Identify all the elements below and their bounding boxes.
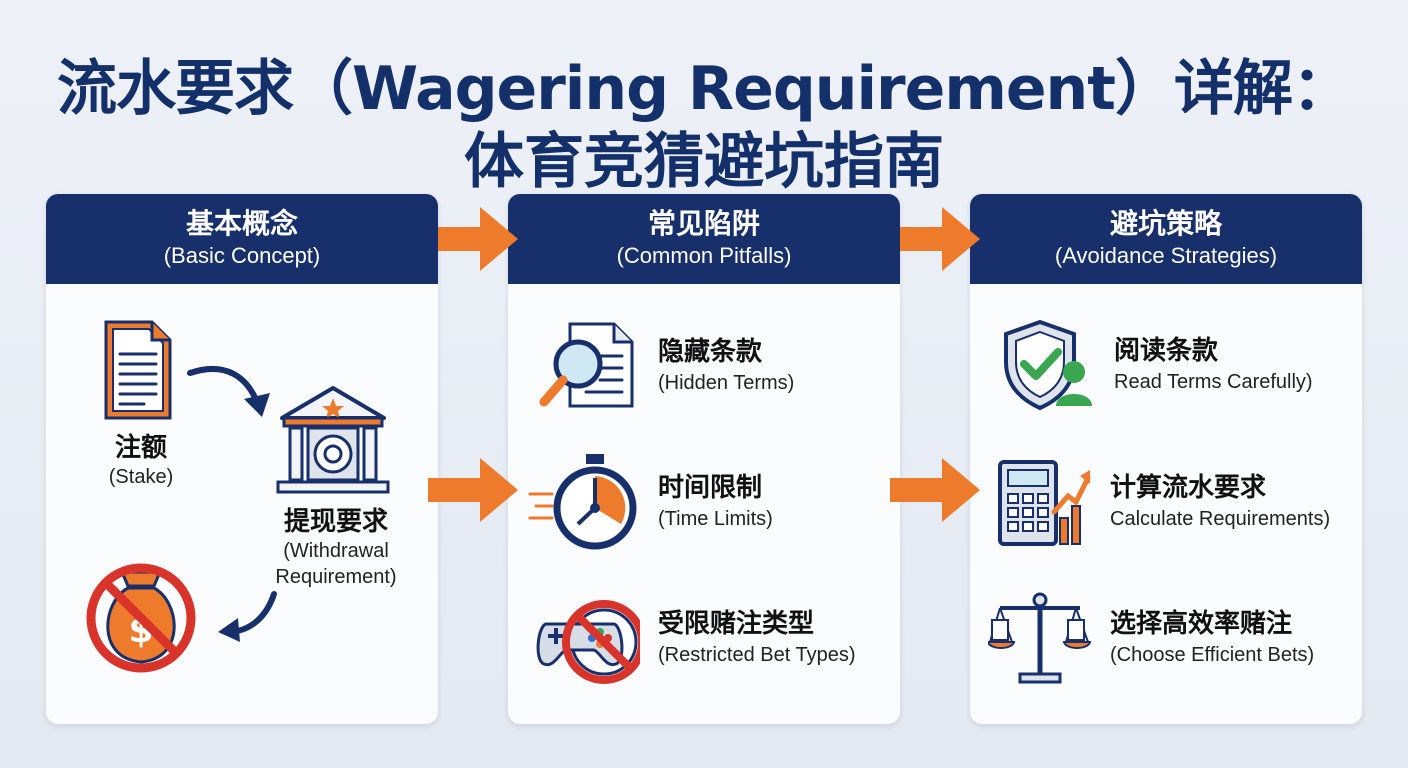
no-gamepad-icon: [534, 590, 640, 686]
card-avoidance-strategies: 避坑策略 (Avoidance Strategies) 阅读条款 Read Te…: [970, 194, 1362, 724]
card-title-cn: 基本概念: [185, 207, 298, 240]
card-common-pitfalls: 常见陷阱 (Common Pitfalls) 隐藏条款 (Hidden Term…: [508, 194, 900, 724]
document-icon: [100, 318, 174, 422]
magnifier-document-icon: [536, 318, 640, 414]
curved-arrow-back-icon: [214, 590, 280, 644]
no-money-bag-icon: $: [78, 562, 204, 674]
curved-arrow-icon: [186, 359, 276, 421]
arrow-right-icon: [428, 458, 520, 522]
stopwatch-icon: [526, 452, 640, 552]
page-title-line-2: 体育竞猜避坑指南: [464, 127, 944, 197]
card-title-cn: 常见陷阱: [647, 207, 760, 240]
shield-check-icon: [1000, 318, 1096, 412]
list-item-read-terms: 阅读条款 Read Terms Carefully): [1000, 318, 1313, 412]
list-item-choose-efficient-bets: 选择高效率赌注 (Choose Efficient Bets): [988, 588, 1314, 688]
card-header: 基本概念 (Basic Concept): [46, 194, 438, 284]
card-basic-concept: 基本概念 (Basic Concept) 注额 (Stake): [46, 194, 438, 724]
arrow-right-icon: [900, 207, 982, 271]
card-header: 避坑策略 (Avoidance Strategies): [970, 194, 1362, 284]
card-header: 常见陷阱 (Common Pitfalls): [508, 194, 900, 284]
card-title-en: (Avoidance Strategies): [1054, 243, 1278, 268]
bank-vault-icon: [274, 384, 392, 500]
label-stake: 注额 (Stake): [108, 433, 174, 488]
card-title-en: (Basic Concept): [163, 243, 321, 268]
arrow-right-icon: [890, 458, 982, 522]
list-item-hidden-terms: 隐藏条款 (Hidden Terms): [536, 318, 794, 414]
list-item-time-limits: 时间限制 (Time Limits): [526, 452, 773, 552]
page-title-line-1: 流水要求（Wagering Requirement）详解：: [57, 54, 1352, 124]
list-item-calculate-requirements: 计算流水要求 Calculate Requirements): [996, 456, 1330, 548]
balance-scale-icon: [988, 588, 1092, 688]
arrow-right-icon: [438, 207, 520, 271]
card-title-cn: 避坑策略: [1109, 207, 1222, 240]
list-item-restricted-bet-types: 受限赌注类型 (Restricted Bet Types): [534, 590, 855, 686]
calculator-chart-icon: [996, 456, 1092, 548]
label-withdrawal-requirement: 提现要求 (Withdrawal Requirement): [275, 507, 397, 588]
card-title-en: (Common Pitfalls): [616, 243, 792, 268]
